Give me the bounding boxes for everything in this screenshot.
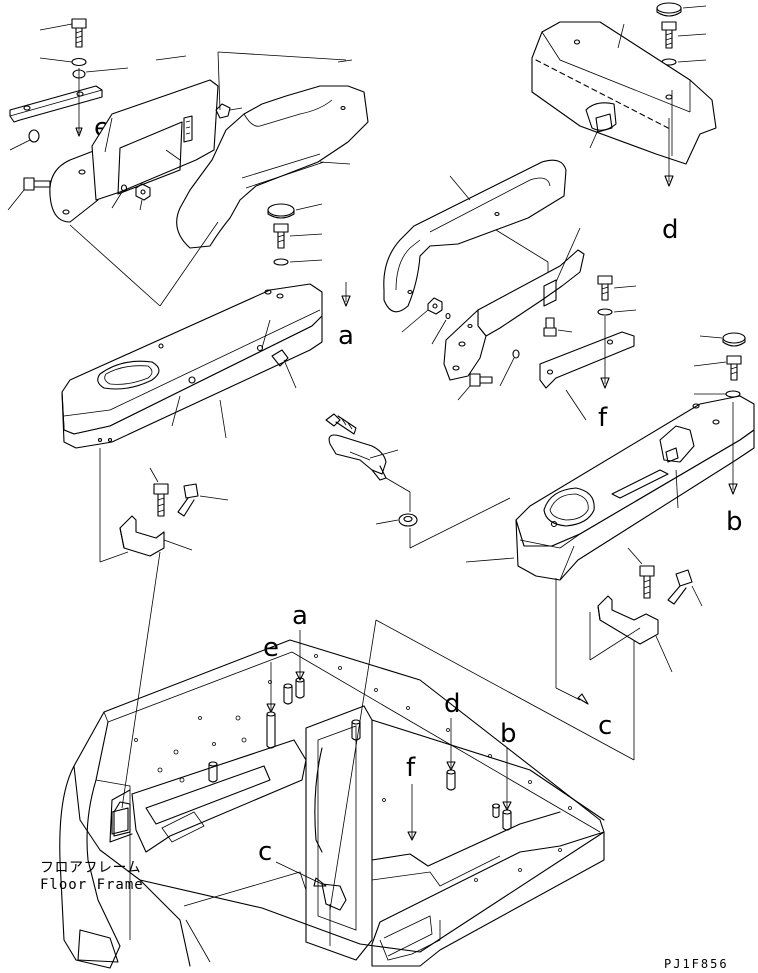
l-bracket-right <box>539 331 635 421</box>
mounting-bracket-e <box>9 68 103 137</box>
l-bracket-left <box>119 515 193 557</box>
armrest-box-left <box>61 283 323 449</box>
bracket-floor-center <box>321 883 347 946</box>
callout-e-bottom: e <box>263 633 279 663</box>
bolt-top-right <box>661 21 707 49</box>
callout-c-right: c <box>598 711 612 741</box>
callout-b-right: b <box>726 507 743 537</box>
grommet-middle <box>375 513 418 527</box>
washer-left-armrest <box>273 258 323 266</box>
arrow-a-top <box>341 282 351 307</box>
callout-c-bottom: c <box>258 837 272 867</box>
floor-post-center <box>351 719 361 741</box>
callout-a-bottom: a <box>292 601 308 631</box>
bolt-hinge-lower <box>457 373 493 401</box>
side-panel-plate <box>49 149 99 223</box>
floor-holes <box>134 654 572 882</box>
cap-plug-right <box>699 332 746 347</box>
floor-frame <box>59 639 605 969</box>
armrest-box-right <box>465 395 755 581</box>
arrow-f-mid <box>600 316 610 389</box>
floor-post-3 <box>491 803 501 819</box>
bolt-angled-right <box>667 569 703 607</box>
washer-hinge-lower <box>499 349 520 387</box>
l-bracket-right-lower <box>597 595 673 673</box>
cap-plug-left <box>267 203 323 219</box>
floor-post-a <box>295 677 305 699</box>
floor-post-2 <box>208 761 218 783</box>
strap-assembly <box>325 413 399 481</box>
arrow-f-bottom <box>407 784 417 841</box>
leader-lines-left-bracket <box>99 448 161 809</box>
floor-post-b <box>502 809 512 831</box>
nut-left-side <box>9 129 40 151</box>
arrow-c-bottom <box>275 861 327 887</box>
washer-right-bracket <box>597 308 637 316</box>
callout-b-bottom: b <box>500 719 517 749</box>
inner-bracket-plate <box>91 55 219 201</box>
small-bolt-armrest <box>215 103 243 119</box>
hinge-bracket-right <box>443 227 585 381</box>
knob-bolt-small <box>111 183 151 211</box>
small-bolt-hinge <box>543 317 573 337</box>
washer-right <box>694 390 741 398</box>
bolt-angled-left <box>177 483 229 517</box>
knob-right-hinge <box>401 297 451 345</box>
callout-f-mid: f <box>598 403 608 433</box>
cap-plug-top-right <box>656 2 707 17</box>
bolt-right <box>693 355 742 381</box>
bolt-top-left <box>39 18 87 48</box>
arrow-a-bottom <box>295 630 305 681</box>
arrow-b-bottom <box>502 748 512 811</box>
nut-top-left <box>72 67 129 79</box>
floor-post-d <box>446 769 456 791</box>
washer-top-left <box>39 57 87 67</box>
top-cover-right <box>531 21 717 165</box>
armrest-cushion-right <box>383 159 567 313</box>
callout-a-top: a <box>338 321 354 351</box>
callout-d-top: d <box>662 215 679 245</box>
armrest-cover-left <box>176 59 369 249</box>
bolt-left-side <box>7 177 51 211</box>
washer-top-right <box>661 58 707 66</box>
leader-lines-right <box>329 578 641 911</box>
floor-frame-label-jp: フロアフレーム <box>40 860 141 876</box>
floor-post-e <box>266 711 276 749</box>
leader-lines-middle <box>385 477 511 549</box>
drawing-code: PJ1F856 <box>664 957 729 971</box>
leader-lines-top-left <box>69 51 347 307</box>
bolt-left-armrest <box>273 223 323 249</box>
arrow-e-bottom <box>266 662 276 713</box>
bolt-right-bracket <box>597 275 637 301</box>
arrow-b-right <box>728 402 738 495</box>
callout-f-bottom: f <box>406 753 416 783</box>
arrow-d-bottom <box>446 718 456 771</box>
clip-left-armrest <box>271 349 297 389</box>
arrow-d-top <box>664 118 674 187</box>
floor-post-1 <box>283 683 293 705</box>
callout-d-bottom: d <box>444 689 461 719</box>
floor-frame-label-en: Floor Frame <box>40 877 144 893</box>
bolt-under-left-armrest <box>149 467 169 517</box>
bolt-under-right-armrest <box>627 547 655 599</box>
